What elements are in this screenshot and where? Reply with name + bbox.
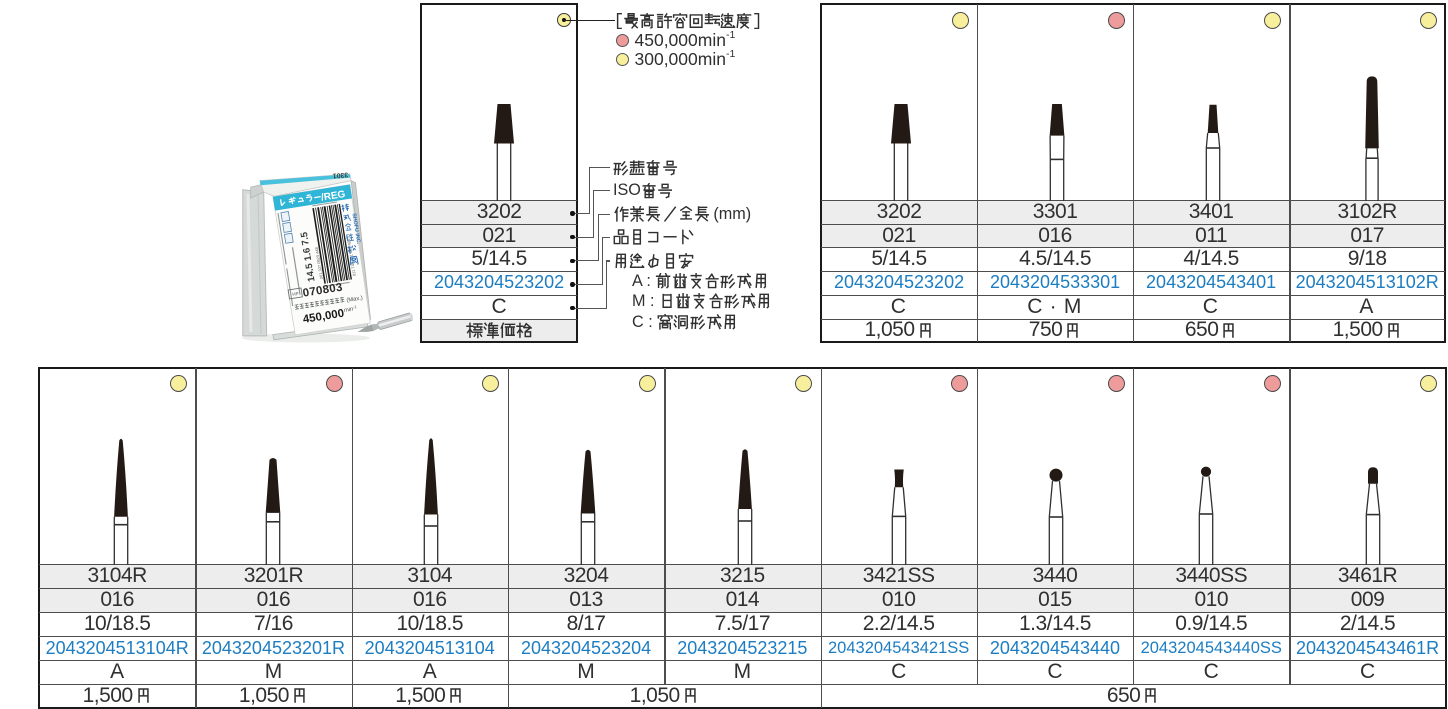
svg-text:011 742 481 628 486 11: 011 742 481 628 486 11 <box>345 233 357 277</box>
svg-text:SHOFU INC.: SHOFU INC. <box>350 213 361 245</box>
svg-text:(Max.): (Max.) <box>346 295 363 304</box>
svg-text:min-1: min-1 <box>343 304 358 314</box>
svg-text:HP: HP <box>292 291 299 297</box>
svg-text:201 327 0923 448: 201 327 0923 448 <box>314 246 324 279</box>
svg-text:/REG: /REG <box>320 189 346 204</box>
svg-text:3301: 3301 <box>332 171 348 179</box>
